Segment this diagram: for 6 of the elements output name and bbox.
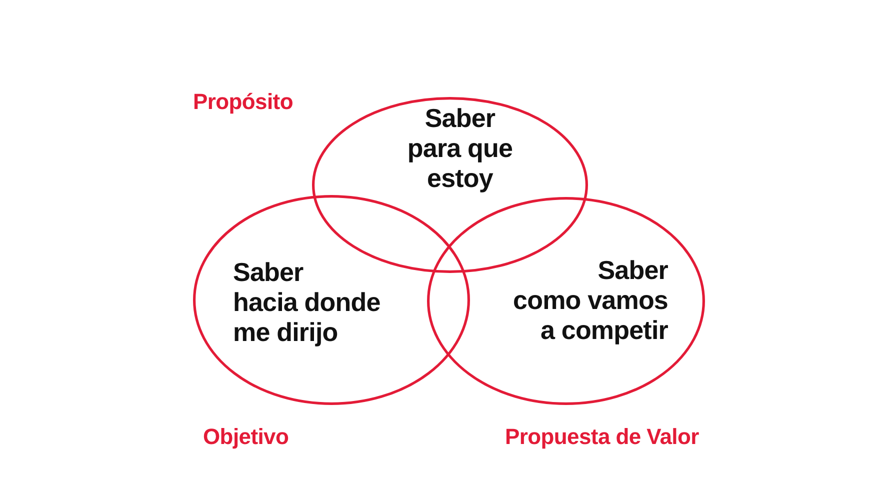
category-label: Propósito xyxy=(193,89,293,115)
node-text: Saber como vamos a competir xyxy=(512,255,668,345)
node-text: Saber hacia donde me dirijo xyxy=(233,257,382,347)
category-label: Objetivo xyxy=(203,424,289,450)
node-text: Saber para que estoy xyxy=(406,103,514,193)
category-label: Propuesta de Valor xyxy=(505,424,699,450)
